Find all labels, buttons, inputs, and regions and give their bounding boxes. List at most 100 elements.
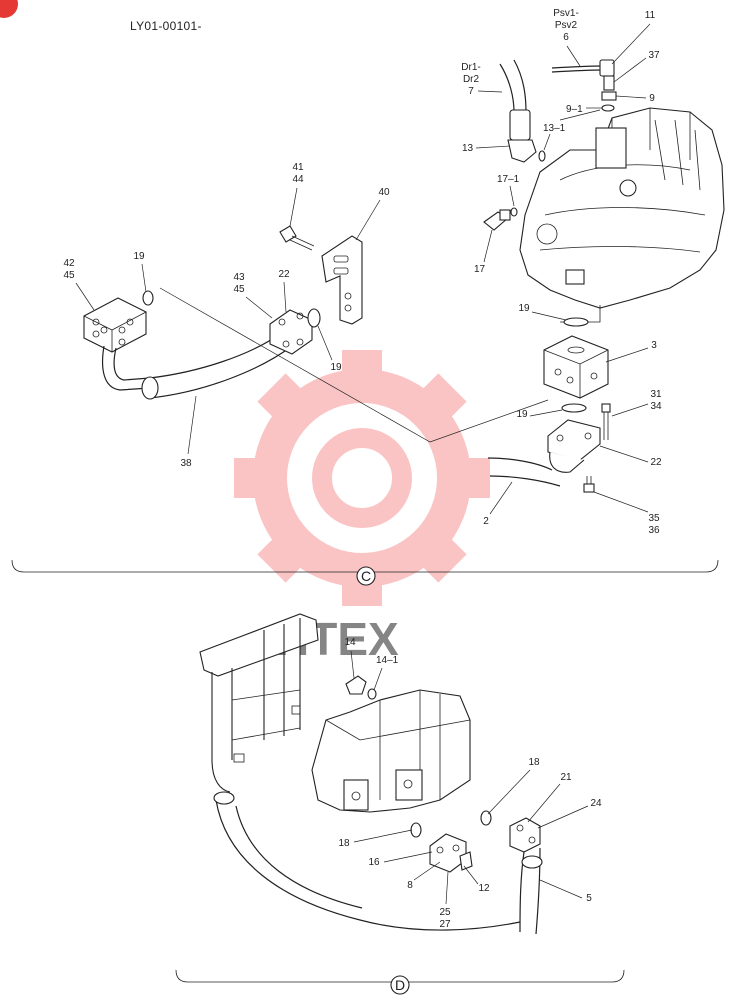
callout-p17: 17 [474,264,486,275]
leader-line-p35-36 [593,491,649,513]
leader-line-p18a [487,769,531,815]
leader-line-p38 [187,395,197,455]
o-ring-19-c [563,317,589,327]
leader-line-p18b [353,829,413,843]
leader-line-p41-44 [289,187,298,227]
callout-p9: 9 [649,93,655,104]
callout-p13: 13 [462,143,474,154]
callout-dr-line-0: Dr1- [461,62,480,73]
leader-line-p37 [613,57,647,83]
callout-p9-1: 9–1 [566,104,583,115]
manifold-block [83,297,147,353]
callout-p19b: 19 [330,362,342,373]
leader-line-p24 [537,805,589,829]
main-pump-body [519,107,725,323]
callout-p31-34-line-0: 31 [650,389,662,400]
leader-line-p16 [383,851,433,863]
callout-p21: 21 [560,772,572,783]
leader-line-p22b [599,445,649,463]
callout-p40: 40 [378,187,390,198]
leader-line-p17 [483,229,493,263]
o-ring-19-b [307,308,321,328]
leader-line-p19b [317,325,333,361]
suction-hose-outer [235,805,363,909]
leader-line-p31-34 [611,403,649,417]
flange-21 [509,817,541,853]
callout-p43-45-line-1: 45 [233,284,245,295]
elbow-14 [345,675,377,700]
leader-line-p5 [539,879,583,899]
leader-line-p42-45 [75,282,95,311]
callout-psv-line-0: Psv1- [553,8,579,19]
callout-p35-36-line-1: 36 [648,525,660,536]
hose-38-outer [149,345,293,399]
leader-line-p19d [529,409,563,417]
pressure-sensor [483,207,518,231]
callout-p5: 5 [586,893,592,904]
callout-p14-1: 14–1 [376,655,399,666]
callout-p18b: 18 [338,838,350,849]
leader-line-p43-45 [245,296,273,319]
bolt-35 [583,476,595,493]
mounting-bracket [279,225,363,325]
leader-line-p13-1 [543,133,551,151]
callout-psv-line-1: Psv2 [555,20,578,31]
leader-line-p21 [527,783,561,823]
leader-line-p9 [615,95,647,99]
o-ring-18-b [480,810,492,826]
callout-p2: 2 [483,516,489,527]
section-c-label: C [361,568,371,584]
pipe-38-inner [113,347,151,381]
section-d-drawing [199,613,543,935]
callout-p43-45-line-0: 43 [233,272,245,283]
routing-line [159,287,549,443]
o-ring-18-a [410,822,422,838]
pilot-line-psv [551,59,617,112]
corner-badge-icon [0,0,18,18]
check-valve-block [429,833,473,873]
callout-p3: 3 [651,340,657,351]
callout-p42-45-line-1: 45 [63,270,75,281]
callout-p8: 8 [407,880,413,891]
leader-line-p12 [463,865,479,885]
callout-p19a: 19 [133,251,145,262]
drain-hose-dr [499,59,546,163]
callout-p16: 16 [368,857,380,868]
leader-line-p19c [531,311,567,321]
pipe-38 [101,345,151,391]
section-c-marker [356,566,376,586]
drawing-code: LY01-00101- [130,19,202,33]
callout-p35-36-line-0: 35 [648,513,660,524]
callout-p25-27-line-0: 25 [439,907,451,918]
bolt-31 [601,403,611,440]
leader-line-p14 [350,650,355,679]
callout-p42-45-line-0: 42 [63,258,75,269]
leader-line-p22a [283,281,287,313]
hose-2 [487,457,553,471]
leader-line-p17-1 [509,185,515,207]
leader-line-p19a [141,263,147,293]
callout-dr-line-2: 7 [468,86,474,97]
section-d-label: D [395,977,405,993]
callout-p18a: 18 [528,757,540,768]
callout-p22b: 22 [650,457,662,468]
callout-p25-27-line-1: 27 [439,919,451,930]
leader-line-p3 [605,347,649,363]
leader-line-p40 [355,199,381,241]
callout-p37: 37 [648,50,660,61]
callout-labels: Psv1-Psv26113799–1Dr1-Dr2713–11317–11741… [63,8,662,930]
valve-block [543,335,609,399]
callout-p19c: 19 [518,303,530,314]
callout-p41-44-line-1: 44 [292,174,304,185]
leader-line-psv [566,45,581,67]
callout-p19d: 19 [516,409,528,420]
callout-leaders [75,23,651,905]
callout-p41-44-line-0: 41 [292,162,304,173]
section-c-drawing [83,59,725,493]
callout-p11: 11 [645,10,656,21]
leader-line-dr [477,90,503,93]
callout-p14: 14 [344,637,356,648]
leader-line-p2 [489,481,513,515]
leader-line-p11 [611,23,651,65]
